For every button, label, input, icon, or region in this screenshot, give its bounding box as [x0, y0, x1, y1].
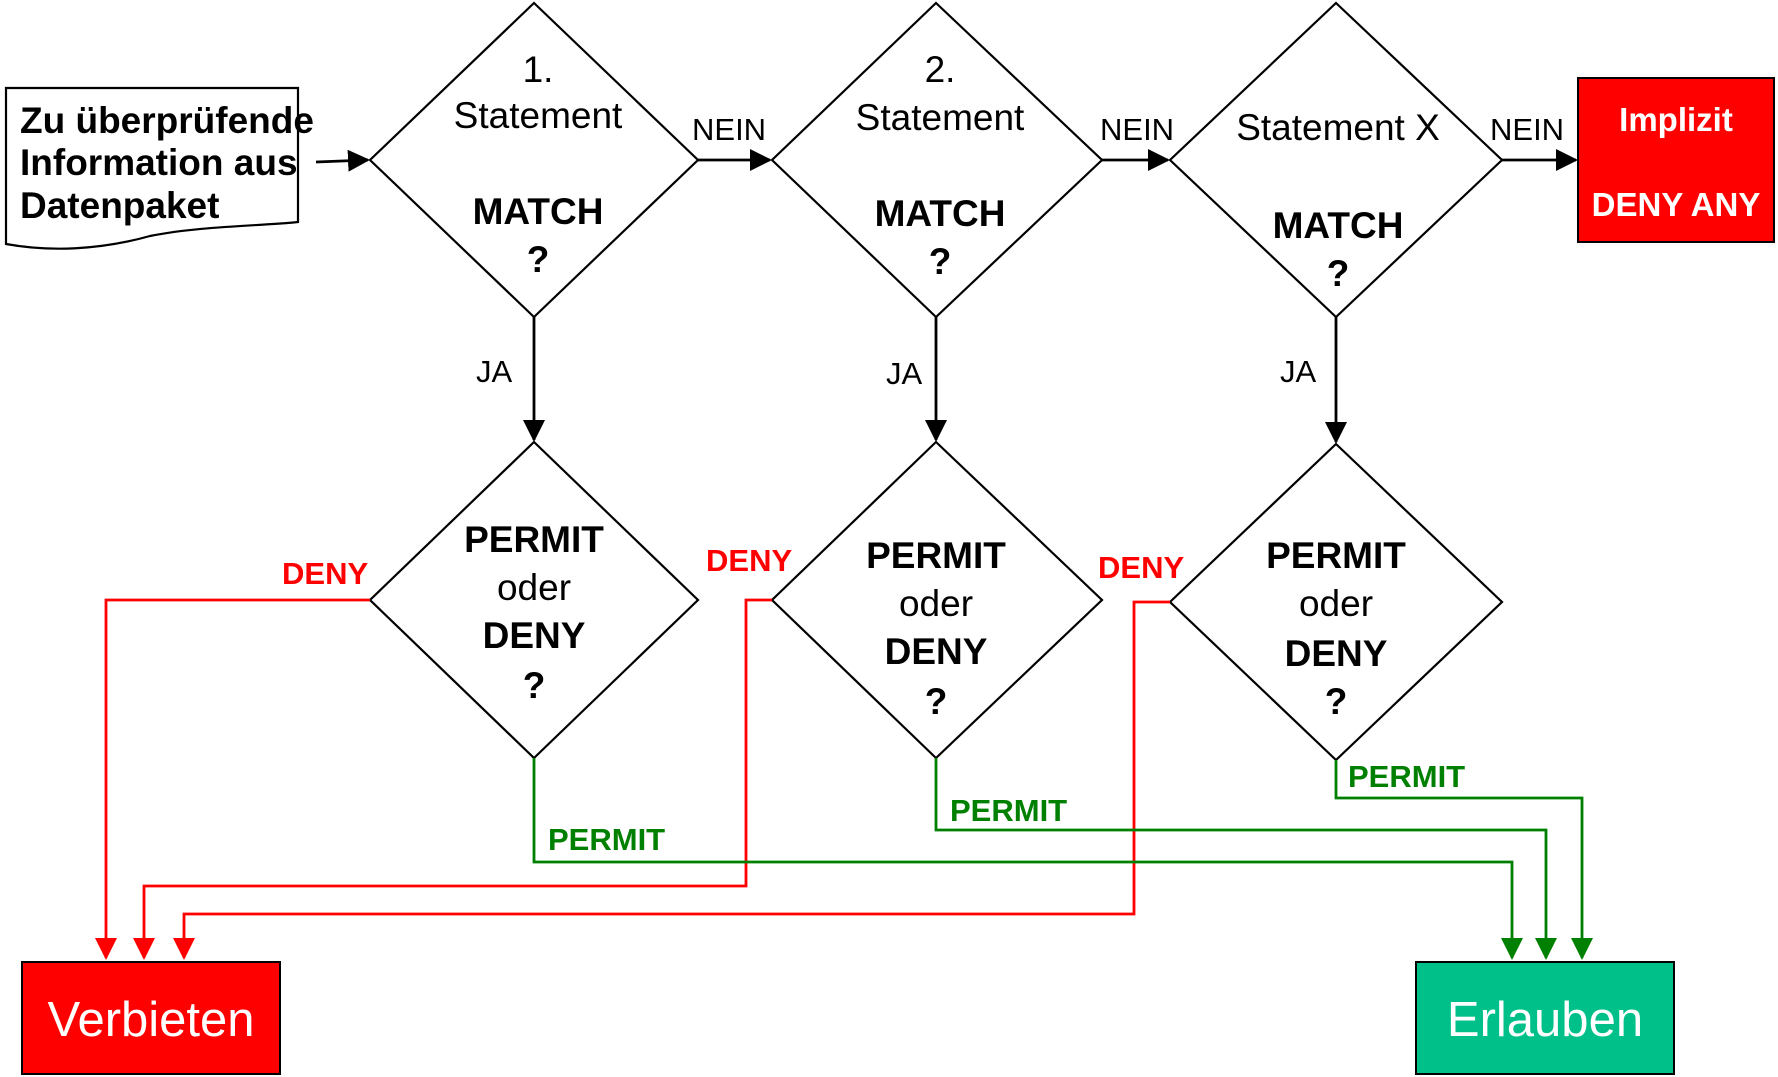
statement-1-title-2: Statement: [454, 95, 623, 136]
deny-path-x: [173, 600, 1170, 960]
verbieten-box-shape: [21, 961, 281, 1075]
outcome-permit-box: Erlauben: [1415, 961, 1675, 1075]
deny-path-1: [95, 598, 370, 960]
statement-x-match-diamond: Statement X MATCH ?: [1168, 1, 1504, 319]
label-yes-2: JA: [886, 356, 923, 391]
input-line-2: Information aus: [20, 142, 298, 183]
label-permit-3: PERMIT: [1348, 759, 1465, 794]
decision-2-diamond: PERMIT oder DENY ?: [770, 440, 1104, 760]
input-line-3: Datenpaket: [20, 185, 219, 226]
statement-1-match-diamond: 1. Statement MATCH ?: [368, 1, 700, 319]
label-deny-3: DENY: [1098, 550, 1184, 585]
implicit-deny-line-1: Implizit: [1619, 101, 1733, 138]
label-permit-1: PERMIT: [548, 822, 665, 857]
label-no-1: NEIN: [692, 112, 766, 147]
statement-2-match-question: ?: [929, 241, 952, 282]
implicit-deny-box-shape: [1577, 77, 1775, 243]
decision-x-oder: oder: [1299, 583, 1373, 624]
decision-1-permit: PERMIT: [464, 519, 604, 560]
decision-x-diamond: PERMIT oder DENY ?: [1168, 442, 1504, 762]
arrow-input-to-statement-1: [315, 149, 370, 172]
statement-2-title-2: Statement: [856, 97, 1025, 138]
statement-2-match-diamond: 2. Statement MATCH ?: [770, 1, 1104, 319]
erlauben-box-shape: [1415, 961, 1675, 1075]
permit-path-1: [532, 758, 1523, 960]
label-deny-1: DENY: [282, 556, 368, 591]
label-yes-3: JA: [1280, 354, 1317, 389]
decision-2-permit: PERMIT: [866, 535, 1006, 576]
statement-2-match-label: MATCH: [875, 193, 1006, 234]
permit-path-2: [934, 758, 1557, 960]
deny-path-2: [133, 598, 772, 960]
decision-x-deny: DENY: [1285, 633, 1388, 674]
label-yes-1: JA: [476, 354, 513, 389]
decision-x-permit: PERMIT: [1266, 535, 1406, 576]
label-no-2: NEIN: [1100, 112, 1174, 147]
input-document: Zu überprüfende Information aus Datenpak…: [4, 86, 314, 250]
decision-1-diamond: PERMIT oder DENY ?: [368, 440, 700, 760]
statement-1-match-label: MATCH: [473, 191, 604, 232]
input-line-1: Zu überprüfende: [20, 100, 314, 141]
decision-2-question: ?: [925, 681, 948, 722]
statement-1-title-1: 1.: [523, 49, 554, 90]
erlauben-label: Erlauben: [1447, 993, 1643, 1047]
decision-1-deny: DENY: [483, 615, 586, 656]
verbieten-label: Verbieten: [47, 993, 254, 1047]
label-no-3: NEIN: [1490, 112, 1564, 147]
statement-x-match-label: MATCH: [1273, 205, 1404, 246]
permit-path-x: [1334, 760, 1593, 960]
statement-x-title: Statement X: [1236, 107, 1440, 148]
statement-2-title-1: 2.: [925, 49, 956, 90]
implicit-deny-box: Implizit DENY ANY: [1577, 77, 1775, 243]
label-permit-2: PERMIT: [950, 793, 1067, 828]
decision-1-oder: oder: [497, 567, 571, 608]
decision-2-oder: oder: [899, 583, 973, 624]
decision-1-question: ?: [523, 665, 546, 706]
decision-x-question: ?: [1325, 681, 1348, 722]
outcome-deny-box: Verbieten: [21, 961, 281, 1075]
input-document-shape: [4, 86, 300, 250]
statement-1-match-question: ?: [527, 239, 550, 280]
statement-x-match-question: ?: [1327, 253, 1350, 294]
decision-2-deny: DENY: [885, 631, 988, 672]
implicit-deny-line-2: DENY ANY: [1592, 186, 1761, 223]
label-deny-2: DENY: [706, 543, 792, 578]
